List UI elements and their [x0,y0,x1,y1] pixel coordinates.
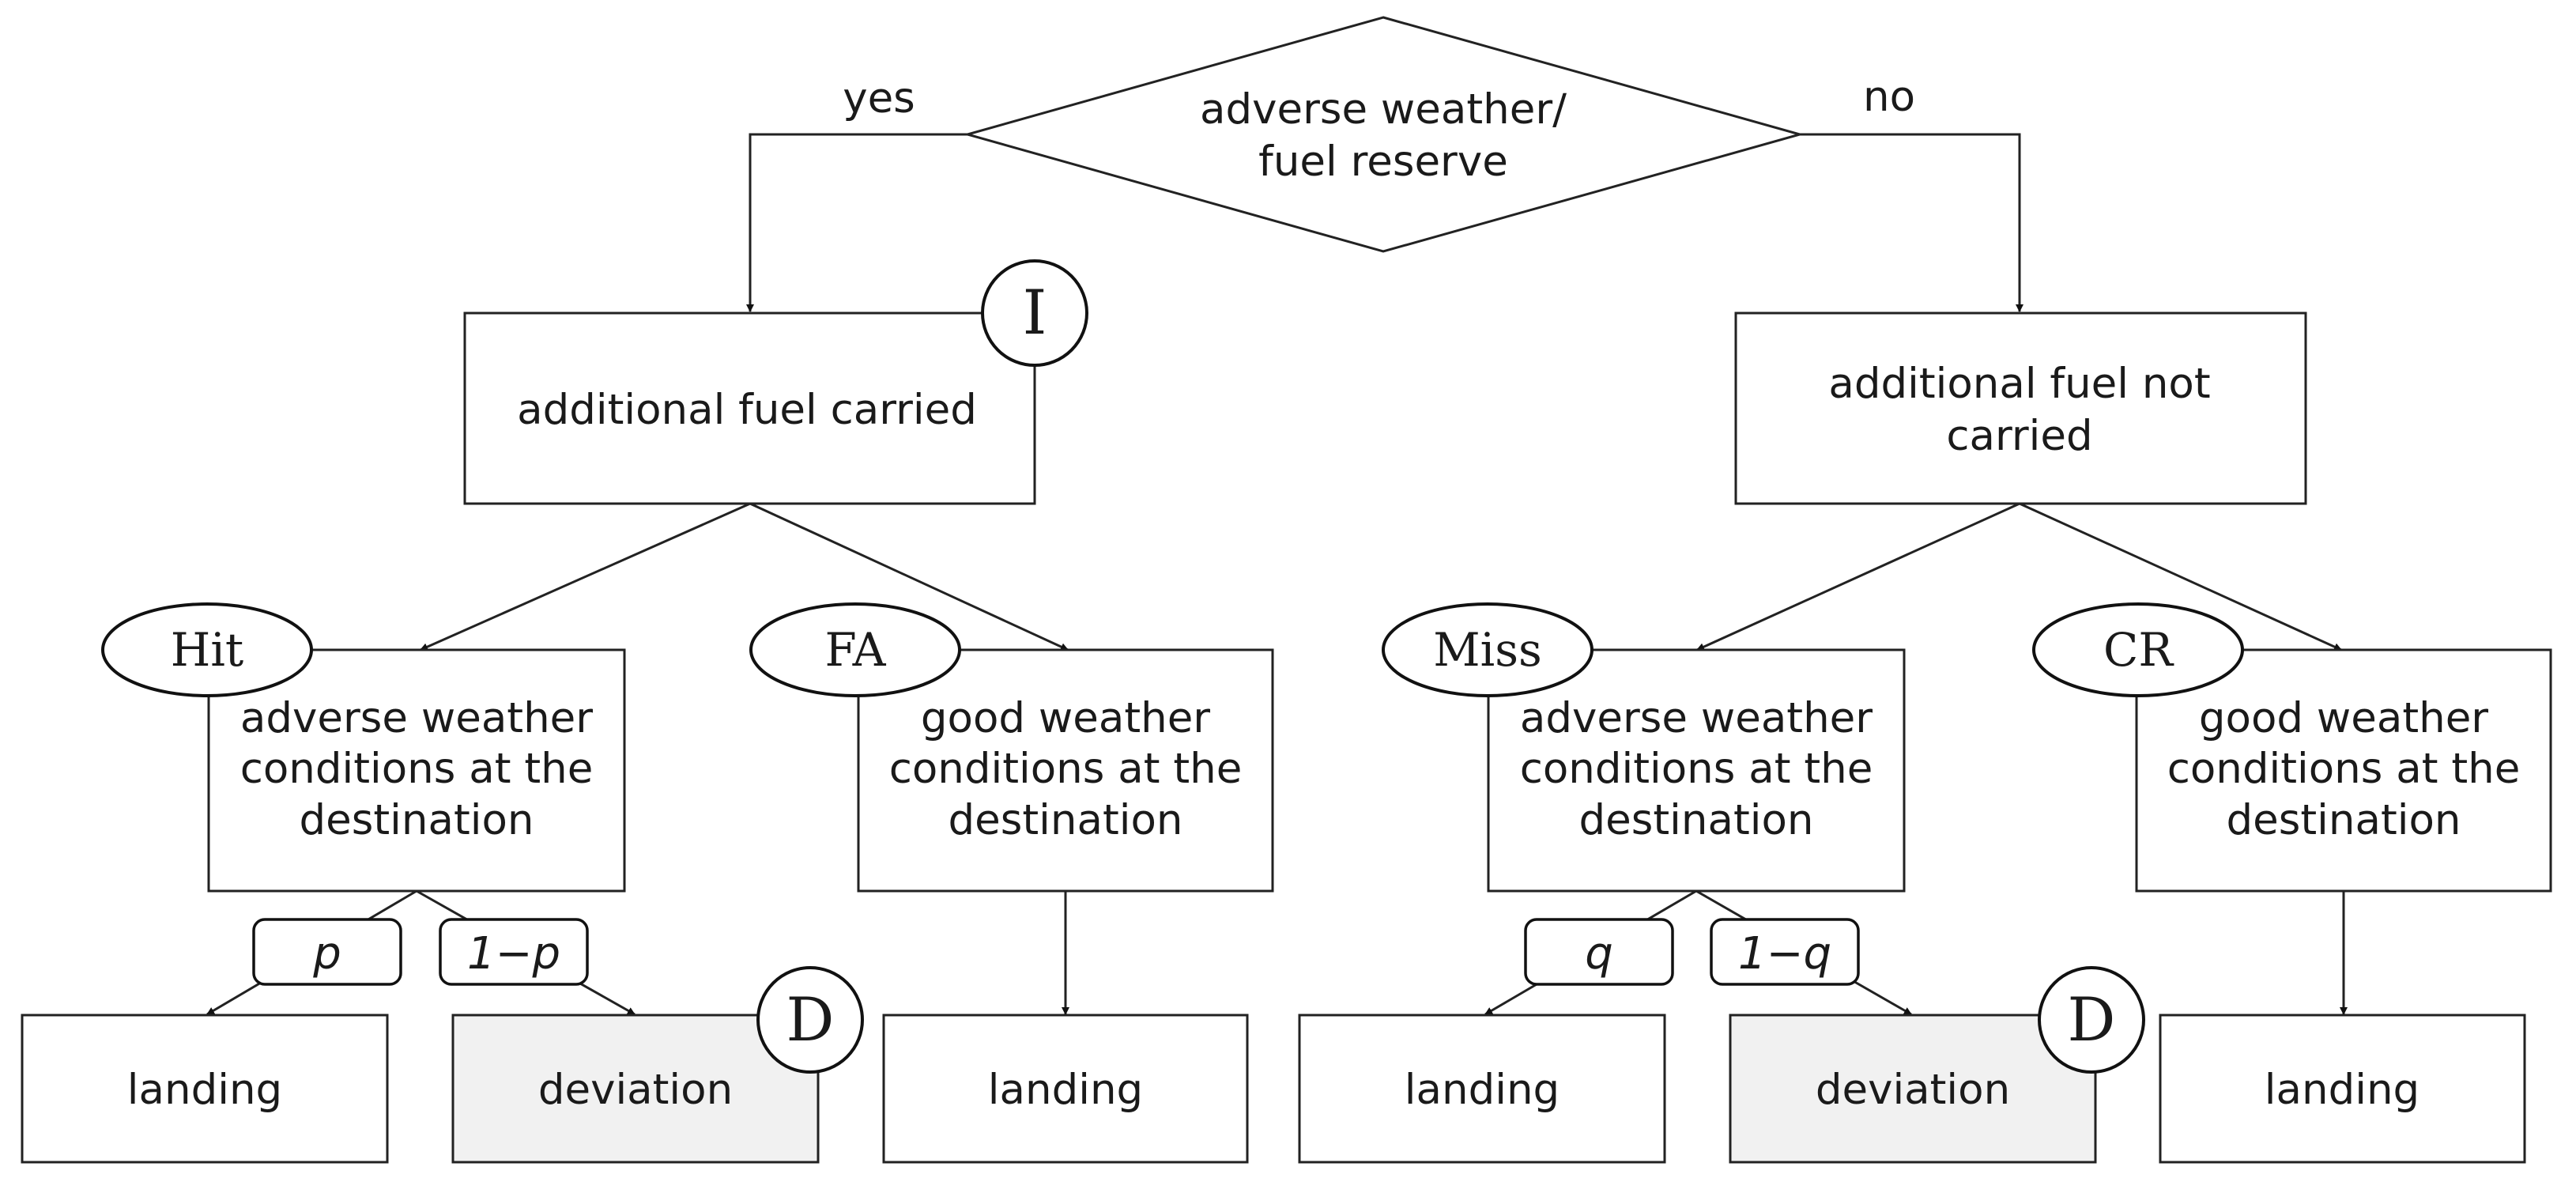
leaf-label: landing [1405,1066,1560,1114]
prob-tag-1-minus-p: 1−p [439,918,589,986]
badge-i-label: I [1023,277,1047,349]
edge-yes [746,133,967,312]
leaf-box [21,1014,389,1164]
prob-box-1-minus-p [439,918,589,986]
outcome-fa: good weather conditions at the destinati… [749,602,1274,893]
prob-box-q [1524,918,1674,986]
badge-circle-d [756,966,864,1074]
fa-line3: destination [949,796,1183,844]
prob-tag-1-minus-q: 1−q [1710,918,1860,986]
tag-fa-label: FA [824,623,886,677]
tag-ellipse-hit [101,602,313,697]
badge-circle-i [981,259,1088,367]
leaf-box-shaded [451,1014,820,1164]
edge-no [1800,133,2023,312]
leaf-cr-landing: landing [2159,1014,2526,1164]
cr-line3: destination [2227,796,2461,844]
hit-line2: conditions at the [240,745,594,793]
fuel-carried-box [463,311,1036,505]
fa-line1: good weather [921,694,1210,742]
leaf-box [1298,1014,1666,1164]
miss-line3: destination [1579,796,1814,844]
prob-1-minus-q-label: 1−q [1738,928,1831,980]
outcome-hit: adverse weather conditions at the destin… [101,602,626,893]
leaf-fa-landing: landing [882,1014,1249,1164]
yes-label: yes [843,74,915,123]
cr-line1: good weather [2199,694,2488,742]
edge-carried-fa [749,502,1069,651]
decision-label-line1: adverse weather/ [1200,85,1567,134]
tag-ellipse-miss [1382,602,1593,697]
fa-line2: conditions at the [889,745,1243,793]
decision-node: adverse weather/ fuel reserve [963,16,1805,253]
miss-line1: adverse weather [1520,694,1873,742]
leaf-box [882,1014,1249,1164]
prob-tag-p: p [252,918,402,986]
prob-box-1-minus-q [1710,918,1860,986]
cr-line2: conditions at the [2167,745,2521,793]
fa-box [857,648,1274,893]
fuel-carried-label: additional fuel carried [517,386,977,434]
leaf-label: deviation [538,1066,733,1114]
leaf-miss-landing: landing [1298,1014,1666,1164]
edge-notcarried-miss [1696,502,2020,651]
decision-label-line2: fuel reserve [1258,138,1508,186]
hit-line3: destination [300,796,534,844]
prob-q-label: q [1585,928,1613,980]
leaf-hit-deviation: deviation D [451,966,864,1164]
leaf-label: landing [988,1066,1143,1114]
no-label: no [1863,73,1915,121]
edge-carried-hit [420,502,751,651]
prob-tag-q: q [1524,918,1674,986]
leaf-label: landing [127,1066,282,1114]
node-fuel-carried: additional fuel carried I [463,259,1088,505]
prob-1-minus-p-label: 1−p [467,928,560,980]
miss-box [1487,648,1906,893]
badge-d-label: D [2068,984,2116,1055]
tag-miss-label: Miss [1433,623,1541,677]
miss-line2: conditions at the [1520,745,1873,793]
fuel-not-carried-line1: additional fuel not [1828,360,2210,408]
badge-circle-d [2038,966,2145,1074]
prob-p-label: p [312,928,341,980]
outcome-miss: adverse weather conditions at the destin… [1382,602,1906,893]
outcome-cr: good weather conditions at the destinati… [2032,602,2552,893]
tag-cr-label: CR [2103,623,2174,677]
fuel-not-carried-line2: carried [1946,412,2092,460]
leaf-hit-landing: landing [21,1014,389,1164]
tag-ellipse-cr [2032,602,2244,697]
edge-notcarried-cr [2019,502,2342,651]
tag-ellipse-fa [749,602,961,697]
leaf-label: landing [2265,1066,2419,1114]
decision-diamond [963,16,1805,253]
fuel-not-carried-box [1734,311,2307,505]
node-fuel-not-carried: additional fuel not carried [1734,311,2307,505]
leaf-miss-deviation: deviation D [1729,966,2145,1164]
leaf-box [2159,1014,2526,1164]
prob-box-p [252,918,402,986]
leaf-label: deviation [1816,1066,2010,1114]
tag-hit-label: Hit [171,623,243,677]
leaf-box-shaded [1729,1014,2097,1164]
cr-box [2135,648,2552,893]
hit-line1: adverse weather [240,694,593,742]
badge-d-label: D [786,984,835,1055]
